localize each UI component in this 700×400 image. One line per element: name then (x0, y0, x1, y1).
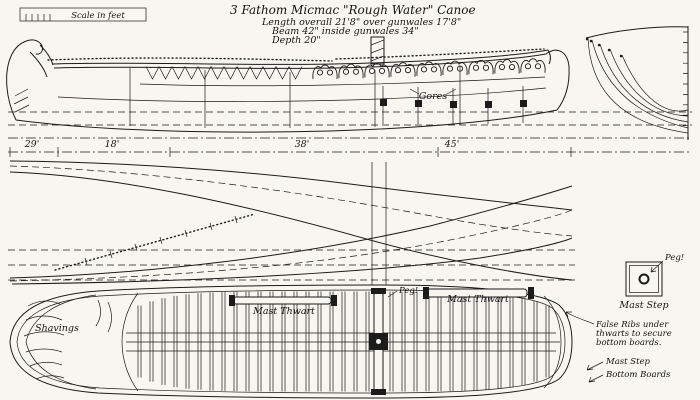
diagonal-dotted-line (54, 213, 256, 271)
dim-18: 18' (105, 139, 120, 150)
section-curves (587, 37, 689, 134)
mast-station-lines (371, 162, 387, 285)
reference-lines (8, 249, 575, 281)
gores-leader-marks (409, 88, 457, 95)
ornament-band-bottom (139, 76, 546, 87)
bodyplan-ticks (683, 31, 688, 126)
mast-stub (370, 36, 385, 65)
sheer-lines (51, 49, 549, 69)
spec-length: Length overall 21'8" over gunwales 17'8" (261, 17, 461, 28)
profile-view: Gores 29' 18' 38' 45' (6, 36, 692, 157)
scale-bar: Scale in feet (19, 7, 147, 22)
gunwale-curl-motif (338, 63, 364, 79)
false-ribs-note-line2: thwarts to secure (596, 329, 672, 339)
waterlines (8, 111, 692, 126)
dim-45: 45' (444, 139, 460, 150)
plan-outline-inner (16, 289, 566, 394)
gunwale-curl-motif (416, 61, 442, 77)
bottom-boards-note: Bottom Boards (605, 370, 671, 380)
peg-hole-circle (638, 273, 650, 285)
spec-beam: Beam 42" inside gunwales 34" (271, 26, 419, 37)
plan-view: Mast Thwart Mast Thwart Shavings Peg! (9, 284, 573, 399)
falling-waterline-curves (9, 160, 573, 281)
stern-hatching (13, 88, 30, 113)
bodyplan-frame (585, 26, 689, 140)
thwart-post-blocks (380, 99, 527, 108)
mast-thwart-1-bar (232, 296, 332, 305)
mast-stub-hatch (370, 39, 385, 62)
gunwale-zigzag-ornament (145, 66, 303, 80)
mast-step-square-inner (629, 265, 659, 293)
gunwale-curl-motif (312, 64, 338, 80)
stern-stem-profile (6, 39, 54, 121)
gunwale-curl-ornaments (312, 58, 546, 80)
drawing-title: 3 Fathom Micmac "Rough Water" Canoe (230, 3, 476, 17)
detail-peg-leader (650, 260, 664, 273)
scale-bar-box (19, 7, 147, 22)
body-plan-view (585, 26, 689, 140)
false-ribs-leader (565, 311, 595, 325)
dimension-ticks (9, 147, 572, 157)
mast-step-detail: Peg! Mast Step (618, 253, 684, 311)
dim-38: 38' (295, 139, 310, 150)
hull-bottom-line (15, 109, 558, 133)
end-interior-curves (25, 292, 562, 392)
station-lines (129, 66, 461, 128)
mast-stub-outline (370, 36, 385, 65)
false-ribs-note-line1: False Ribs under (595, 320, 669, 330)
dimension-line: 29' 18' 38' 45' (8, 139, 692, 157)
stipple-line (47, 48, 545, 62)
mast-assembly (369, 288, 388, 395)
mast-step-square-outer (625, 261, 663, 297)
mast-thwart-2-label: Mast Thwart (446, 294, 509, 305)
mast-thwart-2: Mast Thwart (423, 287, 534, 305)
gunwale-curl-motif (468, 59, 494, 75)
mast-thwart-1-label: Mast Thwart (252, 306, 315, 317)
plan-peg-label: Peg! (398, 286, 418, 296)
scale-bar-ticks (25, 14, 51, 21)
diagonal-tick-marks (84, 215, 238, 266)
gunwale-curl-motif (494, 59, 520, 74)
falling-dashed-curve (9, 165, 573, 237)
mast-step-peg-hole (376, 339, 381, 344)
header: 3 Fathom Micmac "Rough Water" Canoe Leng… (230, 3, 476, 46)
bottom-boards-note-leader (588, 374, 604, 383)
notes: False Ribs under thwarts to secure botto… (565, 311, 672, 383)
plan-ribs (137, 291, 550, 392)
shavings-strokes (23, 299, 112, 380)
mast-thwart-1: Mast Thwart (229, 295, 337, 317)
gunwale-curl-motif (364, 62, 390, 78)
plan-peg-leader (387, 290, 398, 298)
rising-waterline-curves (9, 185, 573, 285)
bottom-board-lines (126, 332, 560, 352)
mast-step-note-leader (586, 361, 604, 371)
mast-step-caption: Mast Step (618, 300, 668, 311)
plan-outline-outer (9, 284, 573, 399)
rising-dashed-curve (9, 209, 573, 282)
false-ribs-note-line3: bottom boards. (596, 338, 661, 348)
dim-29: 29' (24, 139, 40, 150)
mast-step-note: Mast Step (605, 357, 651, 367)
spec-depth: Depth 20" (271, 35, 321, 46)
scale-bar-label: Scale in feet (71, 11, 125, 21)
lines-view (8, 160, 575, 285)
shavings-label: Shavings (35, 323, 79, 334)
gunwale-curl-motif (390, 62, 416, 78)
inner-planking-line (57, 87, 547, 102)
gunwale-curl-motif (520, 58, 546, 74)
bow-stem-profile (545, 49, 570, 111)
gores-label: Gores (419, 91, 447, 102)
detail-peg-label: Peg! (664, 253, 684, 263)
